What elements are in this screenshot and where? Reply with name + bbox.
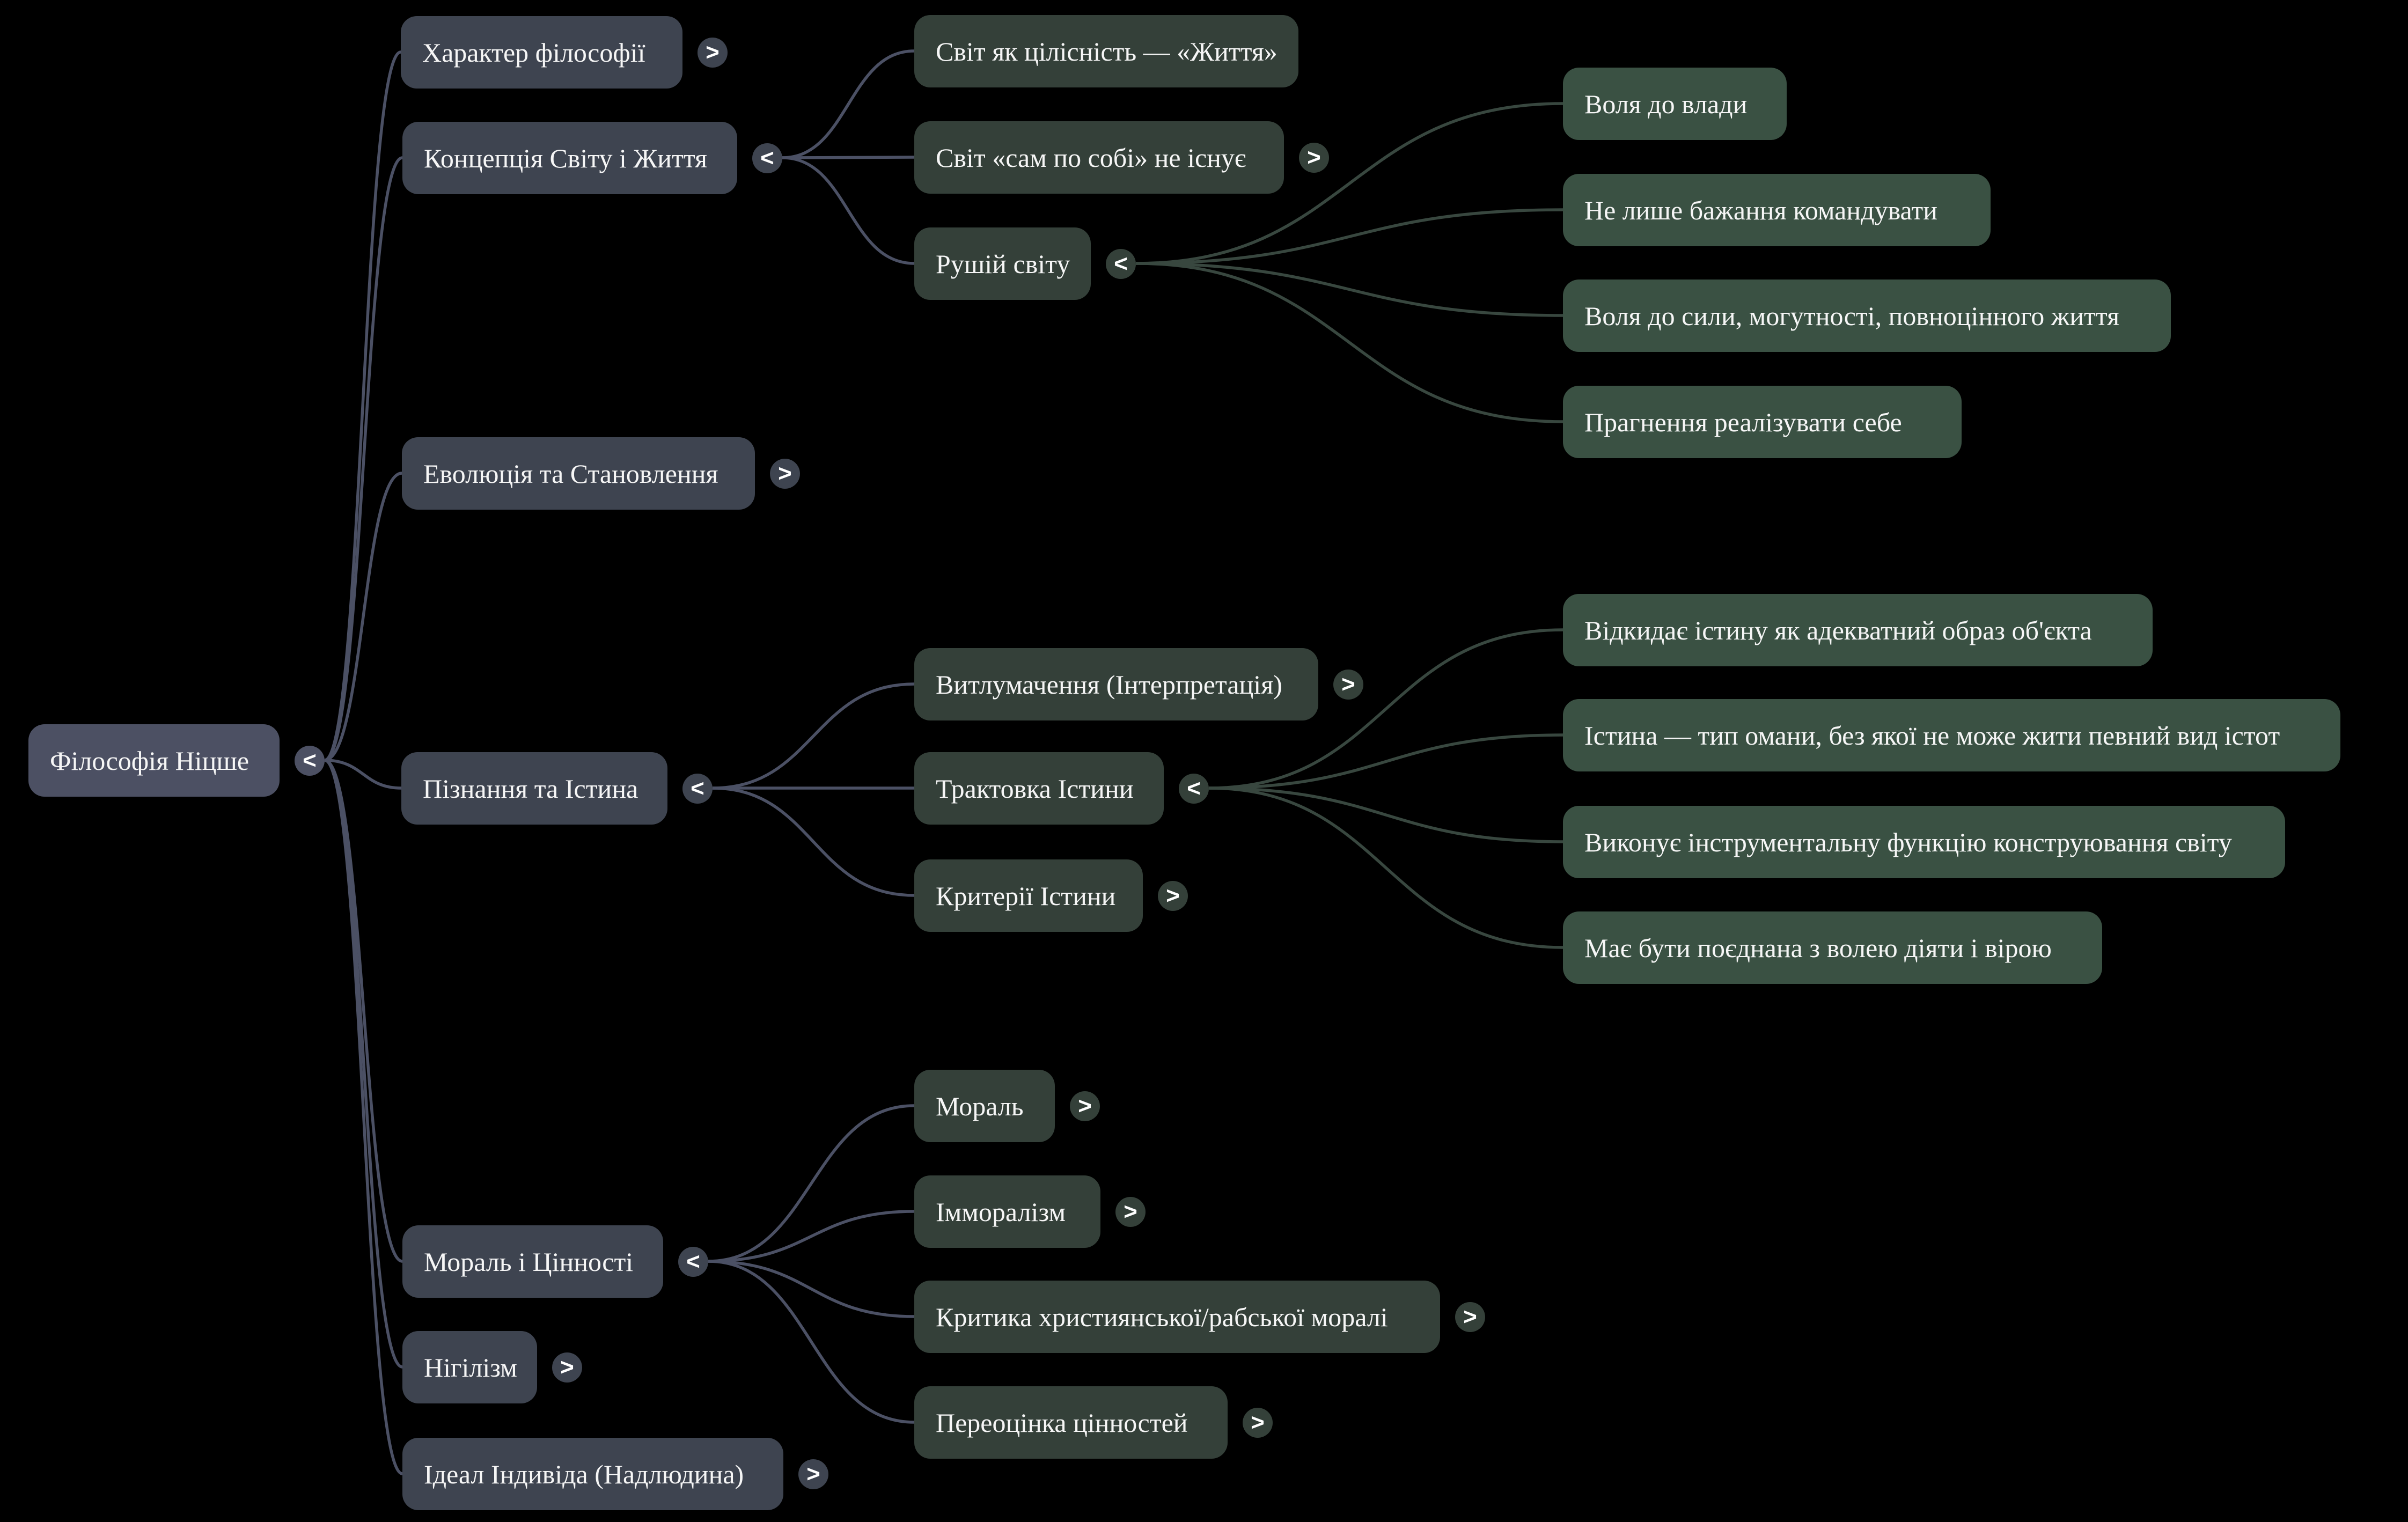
expand-button-chevron-right-icon[interactable]: > — [1115, 1196, 1146, 1227]
node-label: Витлумачення (Інтерпретація) — [936, 669, 1282, 700]
node-label: Відкидає істину як адекватний образ об'є… — [1584, 615, 2092, 645]
mindmap-leaf-instrumentalna-funktsiia[interactable]: Виконує інструментальну функцію конструю… — [1563, 806, 2285, 878]
collapse-button-chevron-left-icon[interactable]: < — [1179, 773, 1209, 804]
link-a5-b7 — [708, 1104, 915, 1263]
mindmap-node-kontseptsiia-svitu[interactable]: Концепція Світу і Життя < — [402, 122, 782, 194]
mindmap-node-kryterii-istyny[interactable]: Критерії Істини > — [914, 859, 1188, 932]
expand-button-chevron-right-icon[interactable]: > — [698, 37, 728, 68]
node-label: Ідеал Індивіда (Надлюдина) — [424, 1459, 744, 1489]
mindmap-leaf-ne-lyshe-bazhannia[interactable]: Не лише бажання командувати — [1563, 174, 1991, 246]
mindmap-node-moral[interactable]: Мораль > — [914, 1070, 1100, 1142]
node-label: Пізнання та Істина — [423, 773, 638, 804]
expand-button-chevron-right-icon[interactable]: > — [1299, 142, 1329, 173]
node-label: Світ як цілісність — «Життя» — [936, 36, 1278, 67]
link-b5-c5 — [1208, 628, 1563, 790]
node-label: Виконує інструментальну функцію конструю… — [1584, 827, 2232, 857]
node-label: Мораль і Цінності — [424, 1246, 634, 1277]
mindmap-node-immoralizm[interactable]: Імморалізм > — [914, 1175, 1146, 1248]
mindmap-node-root[interactable]: Філософія Ніцше < — [28, 724, 325, 797]
mindmap-node-pereotsinka[interactable]: Переоцінка цінностей > — [914, 1386, 1273, 1459]
link-root-a1 — [324, 50, 402, 762]
link-root-a7 — [324, 759, 403, 1475]
mindmap-node-ideal-indyvida[interactable]: Ідеал Індивіда (Надлюдина) > — [402, 1438, 828, 1510]
node-label: Має бути поєднана з волею діяти і вірою — [1584, 932, 2052, 963]
node-label: Не лише бажання командувати — [1584, 195, 1938, 225]
mindmap-node-nihilizm[interactable]: Нігілізм > — [402, 1331, 582, 1403]
mindmap-node-moral-i-tsinnosti[interactable]: Мораль і Цінності < — [402, 1225, 708, 1298]
node-label: Трактовка Істини — [936, 773, 1134, 804]
link-a5-b8 — [708, 1210, 915, 1263]
mindmap-leaf-prahnennia[interactable]: Прагнення реалізувати себе — [1563, 386, 1962, 458]
mindmap-node-traktovka-istyny[interactable]: Трактовка Істини < — [914, 752, 1209, 825]
mindmap-node-rushii-svitu[interactable]: Рушій світу < — [914, 227, 1136, 300]
node-label: Нігілізм — [424, 1352, 517, 1383]
node-label: Критерії Істини — [936, 880, 1116, 911]
link-a5-b9 — [708, 1260, 915, 1318]
link-root-a6 — [324, 759, 403, 1369]
expand-button-chevron-right-icon[interactable]: > — [770, 458, 800, 489]
mindmap-leaf-vidkydaie-istynu[interactable]: Відкидає істину як адекватний образ об'є… — [1563, 594, 2153, 666]
expand-button-chevron-right-icon[interactable]: > — [1070, 1091, 1100, 1121]
expand-button-chevron-right-icon[interactable]: > — [1333, 669, 1363, 700]
node-label: Мораль — [936, 1091, 1024, 1121]
link-b3-c2 — [1135, 208, 1563, 265]
link-a2-b2 — [782, 156, 915, 159]
node-label: Переоцінка цінностей — [936, 1407, 1188, 1438]
node-label: Воля до сили, могутності, повноцінного ж… — [1584, 300, 2120, 331]
collapse-button-chevron-left-icon[interactable]: < — [752, 143, 782, 173]
collapse-button-chevron-left-icon[interactable]: < — [295, 745, 325, 776]
link-root-a5 — [324, 759, 403, 1263]
link-a5-b10 — [708, 1260, 915, 1424]
link-root-a2 — [324, 156, 403, 762]
node-label: Воля до влади — [1584, 89, 1748, 119]
node-label: Філософія Ніцше — [50, 745, 249, 776]
link-a4-b4 — [712, 682, 915, 790]
mindmap-node-svit-tsilisnist[interactable]: Світ як цілісність — «Життя» — [914, 15, 1298, 87]
link-b5-c6 — [1208, 733, 1563, 790]
mindmap-leaf-volia-do-syly[interactable]: Воля до сили, могутності, повноцінного ж… — [1563, 280, 2171, 352]
mindmap-node-svit-sam-po-sobi[interactable]: Світ «сам по собі» не існує > — [914, 121, 1329, 194]
node-label: Критика християнської/рабської моралі — [936, 1302, 1388, 1332]
link-b5-c7 — [1208, 786, 1563, 843]
link-b3-c4 — [1135, 262, 1563, 423]
expand-button-chevron-right-icon[interactable]: > — [552, 1352, 582, 1383]
node-label: Прагнення реалізувати себе — [1584, 407, 1902, 437]
link-b3-c3 — [1135, 262, 1563, 317]
mindmap-node-krytyka-morali[interactable]: Критика християнської/рабської моралі > — [914, 1281, 1485, 1353]
mindmap-node-evoliutsiia[interactable]: Еволюція та Становлення > — [402, 437, 800, 510]
node-label: Еволюція та Становлення — [423, 458, 718, 489]
link-a2-b3 — [782, 156, 915, 265]
node-label: Рушій світу — [936, 248, 1070, 279]
mindmap-leaf-volia-do-vlady[interactable]: Воля до влади — [1563, 68, 1787, 140]
node-label: Характер філософії — [422, 37, 645, 68]
mindmap-node-vytlumachennia[interactable]: Витлумачення (Інтерпретація) > — [914, 648, 1363, 720]
mindmap-leaf-istyna-typ-omany[interactable]: Істина — тип омани, без якої не може жит… — [1563, 699, 2340, 771]
link-root-a4 — [324, 759, 402, 790]
expand-button-chevron-right-icon[interactable]: > — [1455, 1302, 1485, 1332]
link-a4-b6 — [712, 786, 915, 897]
collapse-button-chevron-left-icon[interactable]: < — [682, 773, 713, 804]
expand-button-chevron-right-icon[interactable]: > — [1243, 1407, 1273, 1438]
node-label: Світ «сам по собі» не існує — [936, 142, 1246, 173]
collapse-button-chevron-left-icon[interactable]: < — [1106, 248, 1136, 279]
link-b5-c8 — [1208, 786, 1563, 949]
link-b3-c1 — [1135, 102, 1563, 265]
node-label: Істина — тип омани, без якої не може жит… — [1584, 720, 2280, 751]
collapse-button-chevron-left-icon[interactable]: < — [678, 1246, 708, 1277]
mindmap-node-piznannia-ta-istyna[interactable]: Пізнання та Істина < — [401, 752, 713, 825]
mindmap-leaf-poiednana-z-voleiu[interactable]: Має бути поєднана з волею діяти і вірою — [1563, 911, 2102, 984]
expand-button-chevron-right-icon[interactable]: > — [1158, 880, 1188, 911]
link-root-a3 — [324, 472, 402, 762]
link-a2-b1 — [782, 49, 915, 159]
mindmap-node-kharakter-filosofii[interactable]: Характер філософії > — [401, 16, 728, 89]
expand-button-chevron-right-icon[interactable]: > — [798, 1459, 828, 1489]
node-label: Концепція Світу і Життя — [424, 143, 708, 173]
node-label: Імморалізм — [936, 1196, 1066, 1227]
